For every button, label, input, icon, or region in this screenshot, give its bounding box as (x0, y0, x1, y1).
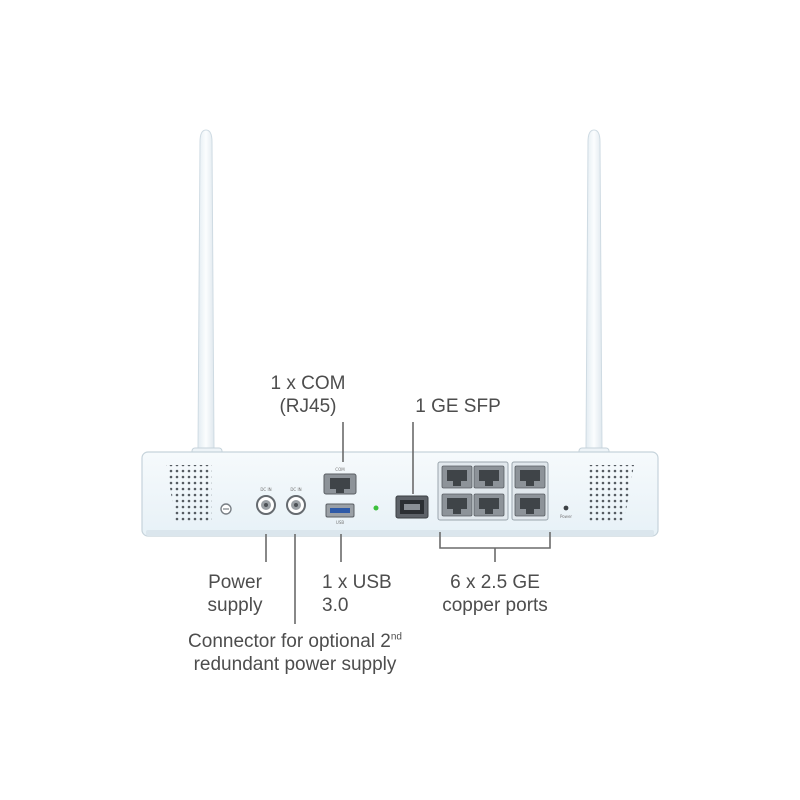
com-label-line2: (RJ45) (279, 396, 337, 417)
redundant-label-line1: Connector for optional 2nd (150, 630, 440, 653)
device-body (141, 451, 659, 537)
power-label-line2: supply (207, 595, 263, 616)
copper-port-6 (514, 493, 546, 517)
copper-label-line2: copper ports (442, 595, 548, 616)
power-connector-1: DC IN (256, 487, 276, 515)
right-antenna (578, 129, 610, 483)
power-button-icon: Power (560, 505, 572, 519)
usb-port: USB (325, 503, 355, 525)
redundant-label-line2: redundant power supply (193, 654, 397, 675)
sfp-label-line1: 1 GE SFP (415, 396, 501, 417)
copper-port-5 (514, 465, 546, 489)
com-label: 1 x COM (RJ45) (258, 372, 358, 418)
com-port-label: COM (335, 467, 345, 472)
redundant-label: Connector for optional 2nd redundant pow… (150, 630, 440, 676)
copper-port-3 (441, 493, 473, 517)
copper-port-2 (473, 465, 505, 489)
usb-label-line2: 3.0 (322, 595, 349, 616)
copper-port-4 (473, 493, 505, 517)
ground-screw-icon (220, 503, 232, 515)
callout-lines (265, 422, 551, 624)
dc1-port-label: DC IN (260, 487, 271, 492)
copper-ports-group-b (511, 461, 549, 521)
sfp-port (395, 495, 429, 519)
status-led (373, 505, 379, 511)
usb-label: 1 x USB 3.0 (322, 571, 422, 617)
copper-label-line1: 6 x 2.5 GE (450, 572, 540, 593)
sfp-label: 1 GE SFP (398, 395, 518, 418)
right-vent (588, 465, 634, 522)
copper-label: 6 x 2.5 GE copper ports (420, 571, 570, 617)
power-button-label: Power (560, 514, 572, 519)
redundant-label-line1-text: Connector for optional 2 (188, 631, 391, 652)
left-vent (166, 465, 212, 522)
redundant-label-line1-sup: nd (390, 631, 402, 643)
dc2-port-label: DC IN (290, 487, 301, 492)
power-connector-2: DC IN (286, 487, 306, 515)
usb-port-label: USB (336, 520, 344, 525)
power-label-line1: Power (208, 572, 262, 593)
left-antenna (191, 129, 223, 483)
com-port: COM (323, 467, 357, 495)
power-label: Power supply (190, 571, 280, 617)
usb-label-line1: 1 x USB (322, 572, 392, 593)
copper-port-1 (441, 465, 473, 489)
com-label-line1: 1 x COM (270, 373, 346, 394)
copper-ports-group-a (437, 461, 509, 521)
